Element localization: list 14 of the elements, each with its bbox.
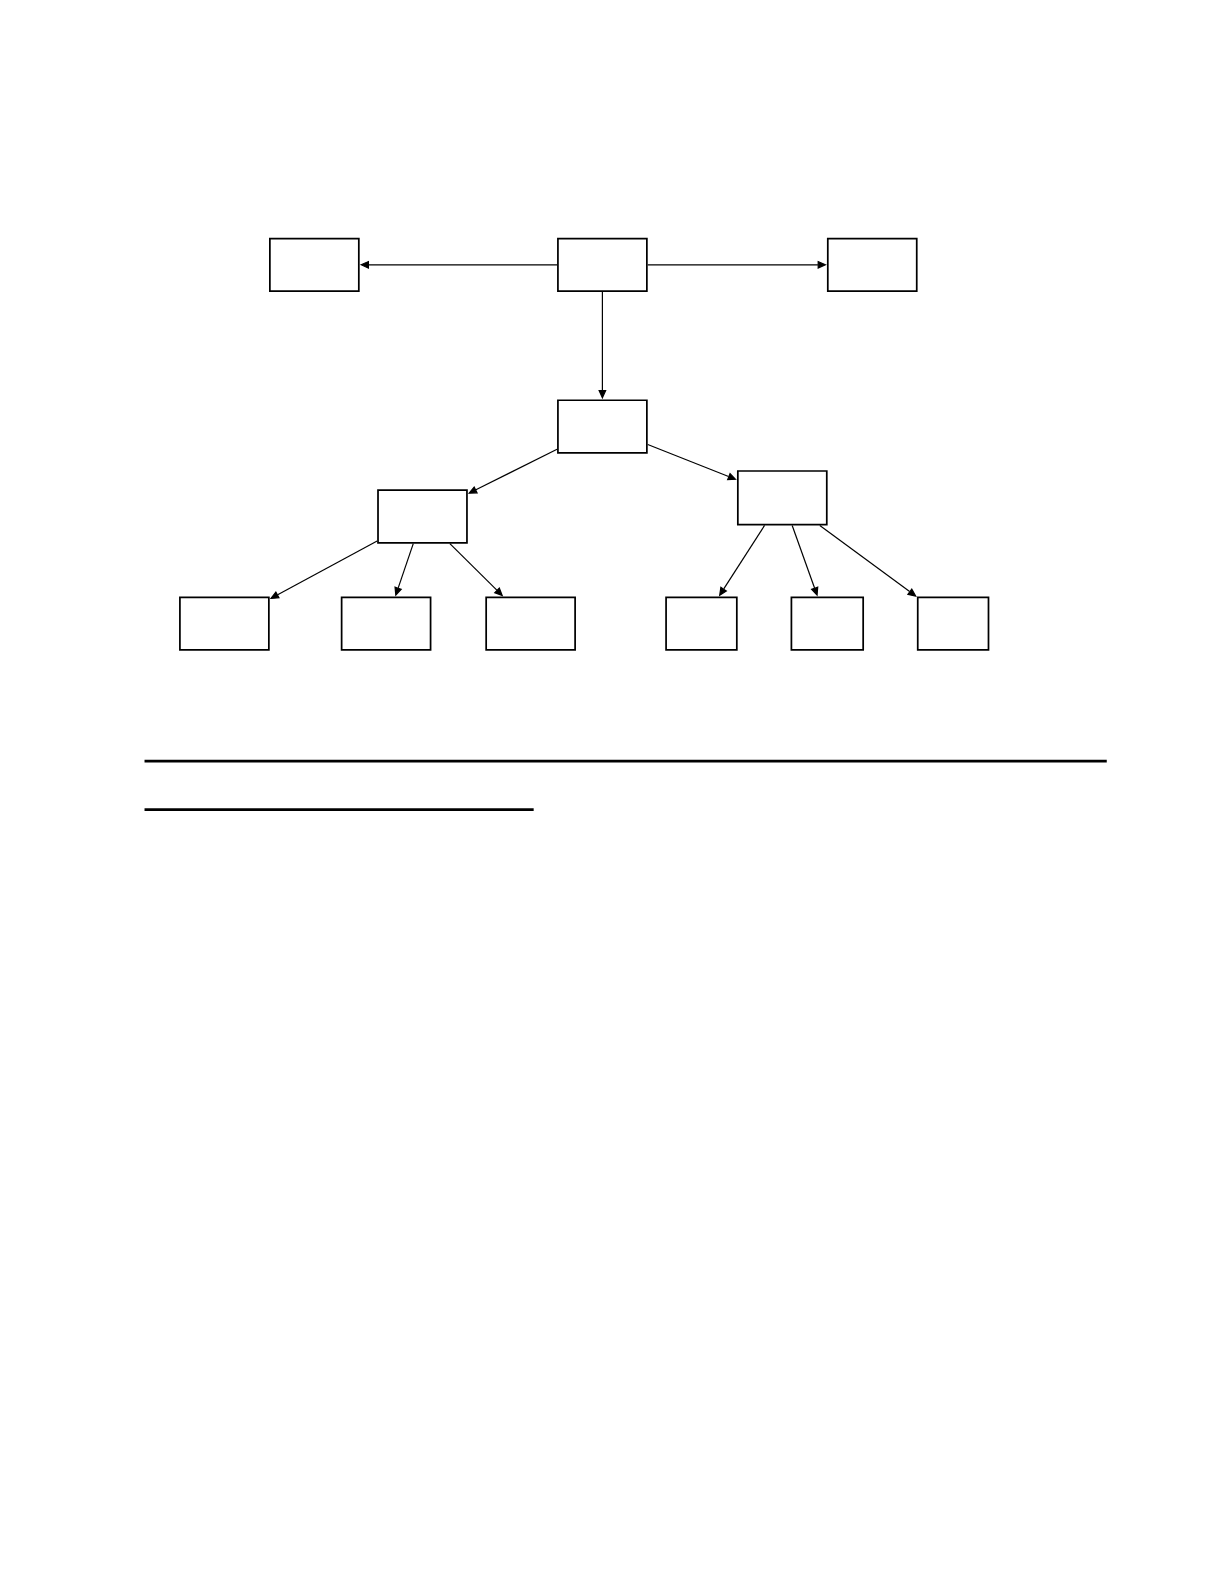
- box: [557, 237, 648, 292]
- box: [179, 596, 270, 651]
- arrow: [647, 443, 737, 481]
- box: [557, 399, 648, 454]
- box: [826, 237, 918, 292]
- box: [916, 596, 990, 651]
- box: [269, 237, 360, 292]
- box: [340, 596, 432, 651]
- arrow: [819, 524, 917, 597]
- box: [736, 470, 828, 526]
- box: [665, 596, 738, 651]
- box: [790, 596, 865, 651]
- box: [377, 489, 468, 544]
- box: [485, 596, 576, 651]
